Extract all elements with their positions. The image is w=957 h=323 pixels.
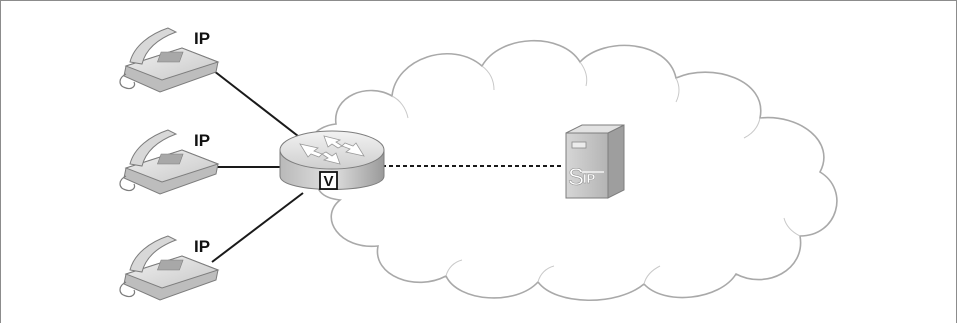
ip-phone-1[interactable]: IP xyxy=(119,27,220,93)
link-phone-1-router xyxy=(204,63,299,137)
links xyxy=(204,63,562,263)
svg-text:IP: IP xyxy=(583,171,596,186)
phone-1-ip-label: IP xyxy=(194,29,210,48)
ip-phone-3[interactable]: IP xyxy=(119,235,220,301)
sip-server[interactable]: S IP xyxy=(565,124,625,199)
router-arrows-icon xyxy=(299,135,365,165)
phone-3-ip-label: IP xyxy=(194,237,210,256)
svg-text:S: S xyxy=(568,164,584,191)
phone-2-ip-label: IP xyxy=(194,131,210,150)
ip-phone-2[interactable]: IP xyxy=(119,129,220,195)
server-drive-slot xyxy=(571,141,587,149)
link-phone-3-router xyxy=(211,192,304,263)
router-voice-badge-letter: V xyxy=(323,173,333,190)
voice-router[interactable]: V xyxy=(279,130,385,190)
sip-logo-icon: S IP xyxy=(568,164,604,191)
router-voice-badge xyxy=(319,171,338,190)
